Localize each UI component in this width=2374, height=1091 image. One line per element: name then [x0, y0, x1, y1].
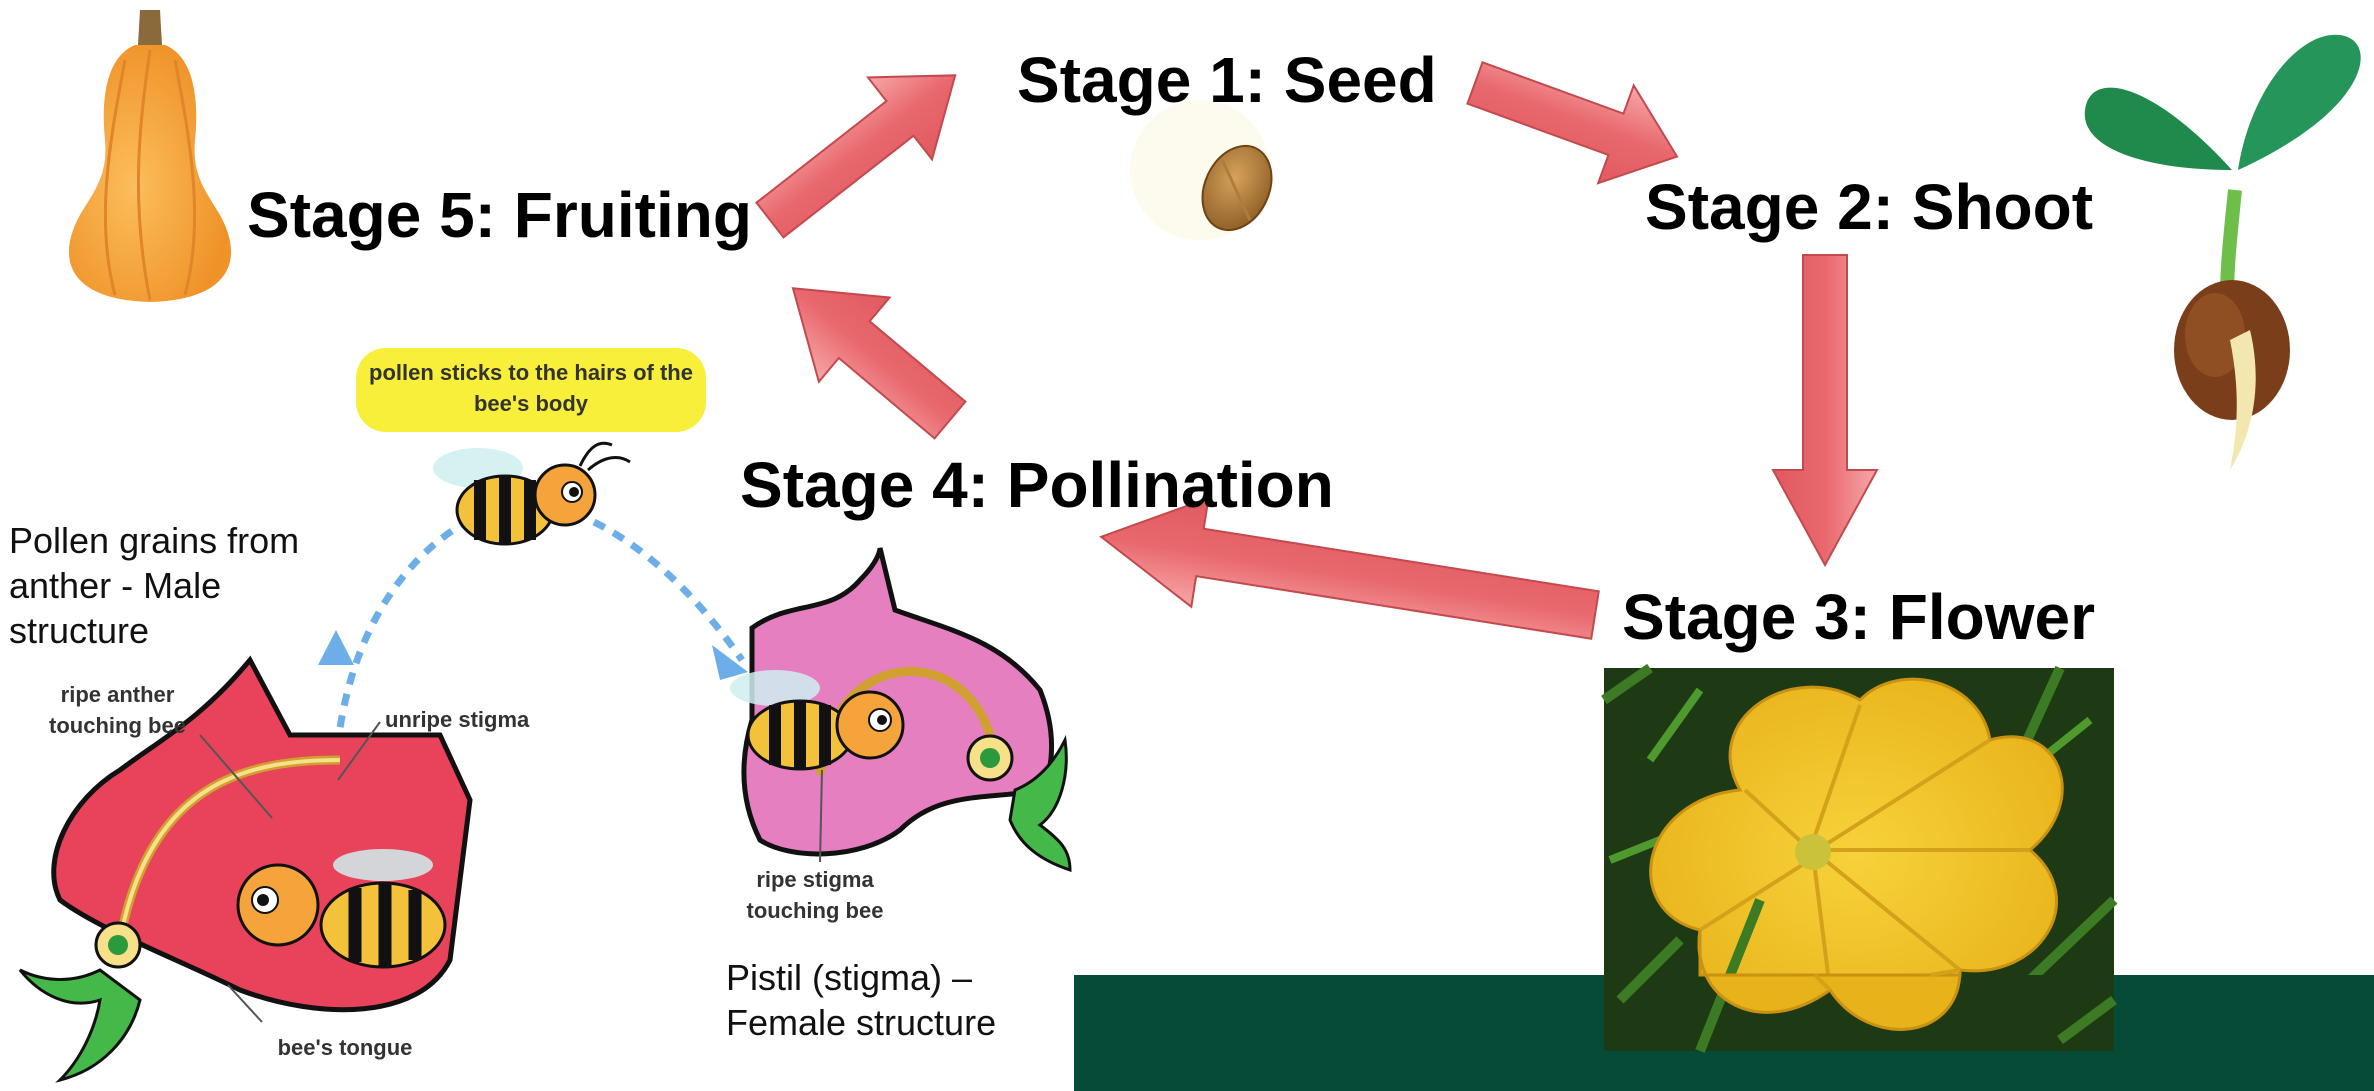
ripe-stigma-label: ripe stigma touching bee [730, 865, 900, 927]
seed-image [1130, 100, 1285, 241]
pink-flower-icon [730, 548, 1070, 870]
sprout-image [2085, 35, 2361, 470]
arrow-fruiting-to-seed [738, 34, 987, 261]
squash-image [69, 10, 231, 302]
arrow-pollination-to-fruiting [758, 246, 986, 462]
unripe-stigma-label: unripe stigma [385, 705, 585, 736]
female-structure-note: Pistil (stigma) – Female structure [726, 955, 1046, 1045]
ripe-anther-label: ripe anther touching bee [25, 680, 210, 742]
stage-4-title: Stage 4: Pollination [740, 453, 1334, 517]
bubble-label: pollen sticks to the hairs of the bee's … [366, 358, 696, 420]
footer-band [1074, 975, 2374, 1091]
stage-5-title: Stage 5: Fruiting [247, 183, 752, 247]
stage-1-title: Stage 1: Seed [1017, 48, 1437, 112]
stage-2-title: Stage 2: Shoot [1645, 175, 2093, 239]
bees-tongue-label: bee's tongue [265, 1033, 425, 1064]
arrow-shoot-to-flower [1773, 255, 1877, 565]
male-structure-note: Pollen grains from anther - Male structu… [9, 518, 329, 653]
stage-3-title: Stage 3: Flower [1622, 585, 2095, 649]
